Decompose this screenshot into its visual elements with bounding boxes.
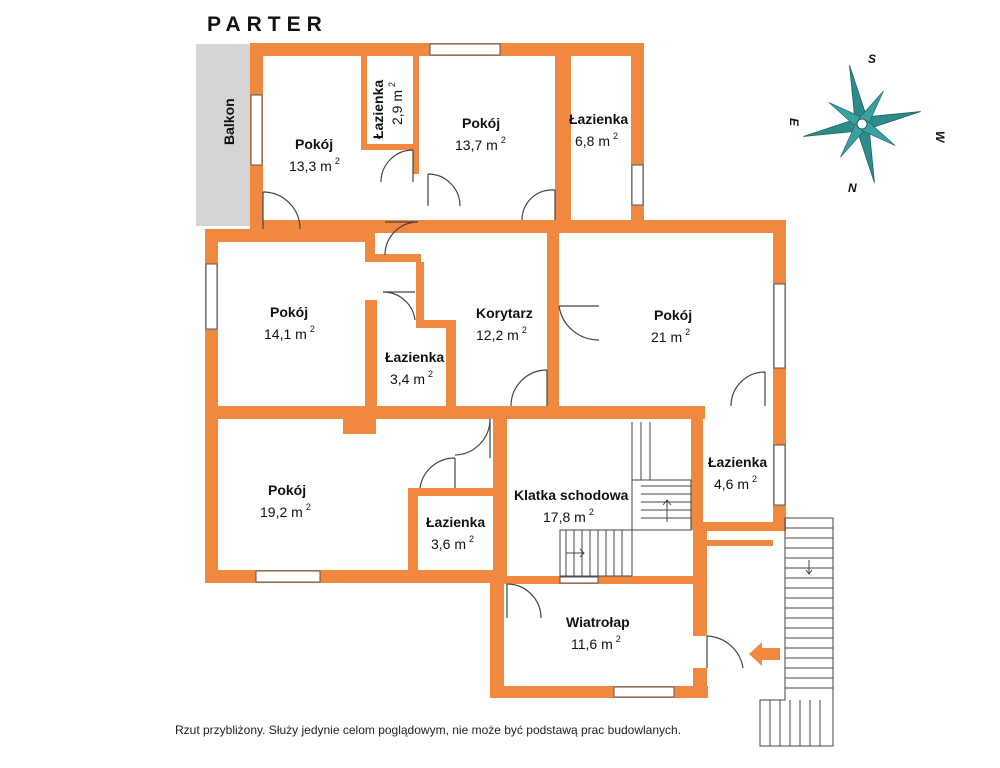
compass-rose-icon — [803, 65, 921, 183]
disclaimer-text: Rzut przybliżony. Służy jedynie celom po… — [175, 723, 681, 737]
balcony-label: Balkon — [221, 98, 237, 145]
plan-title: PARTER — [207, 13, 328, 36]
room-name: Pokój — [462, 115, 500, 131]
compass-e-label: E — [787, 118, 801, 127]
compass-s-label: S — [868, 52, 876, 66]
room-name: Pokój — [268, 482, 306, 498]
room-name: Korytarz — [476, 305, 533, 321]
room-name: Łazienka — [385, 349, 444, 365]
room-name: Łazienka — [569, 111, 628, 127]
compass-w-label: W — [933, 131, 947, 144]
room-name: Wiatrołap — [566, 614, 630, 630]
room-name: Klatka schodowa — [514, 487, 629, 503]
windows — [205, 43, 786, 698]
doors — [262, 149, 766, 669]
stairs — [559, 422, 834, 747]
room-label-lazienka-1: Łazienka 2,9 m2 — [370, 80, 405, 139]
entrance-arrow-icon — [749, 642, 780, 666]
room-name: Łazienka — [708, 454, 767, 470]
room-name: Pokój — [295, 136, 333, 152]
room-name: Łazienka — [426, 514, 485, 530]
room-name: Łazienka — [370, 80, 386, 139]
room-area: 2,9 m2 — [387, 82, 405, 125]
room-name: Pokój — [654, 307, 692, 323]
compass-n-label: N — [848, 181, 857, 195]
balcony — [196, 44, 250, 226]
room-name: Pokój — [270, 304, 308, 320]
